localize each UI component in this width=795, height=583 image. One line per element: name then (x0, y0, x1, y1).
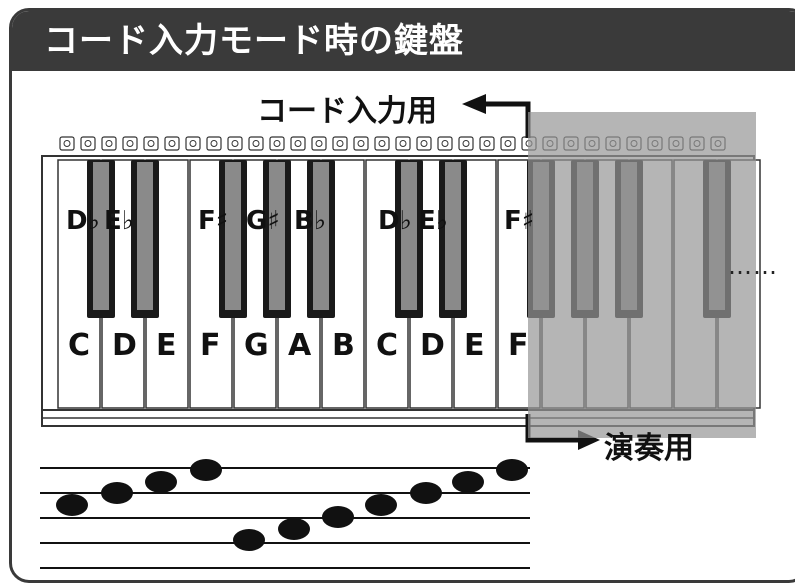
staff-note (365, 494, 397, 516)
instrument-icon-glyph (231, 140, 239, 147)
white-key-label: F (508, 328, 529, 363)
instrument-icon-glyph (63, 140, 71, 147)
black-key-highlight (269, 162, 285, 310)
instrument-icon-glyph (252, 140, 260, 147)
instrument-icon (500, 136, 516, 151)
white-key-label: F (200, 328, 221, 363)
black-key-highlight (313, 162, 329, 310)
instrument-icon (143, 136, 159, 151)
instrument-icon (458, 136, 474, 151)
black-key-highlight (445, 162, 461, 310)
white-key-label: D (420, 328, 445, 363)
instrument-icon (374, 136, 390, 151)
instrument-icon (479, 136, 495, 151)
instrument-icon (80, 136, 96, 151)
white-key-label: B (332, 328, 355, 363)
black-key-label: E♭ (104, 206, 135, 236)
performance-label: 演奏用 (604, 431, 694, 466)
instrument-icon-glyph (126, 140, 134, 147)
instrument-icon-glyph (378, 140, 386, 147)
instrument-icon (290, 136, 306, 151)
instrument-icon (227, 136, 243, 151)
black-key-label: G♯ (246, 206, 280, 236)
white-key-label: A (288, 328, 312, 363)
white-key-label: D (112, 328, 137, 363)
staff-note (278, 518, 310, 540)
instrument-icon (437, 136, 453, 151)
black-key-label: F♯ (504, 206, 535, 236)
instrument-icon-glyph (462, 140, 470, 147)
instrument-icon-glyph (168, 140, 176, 147)
instrument-icon (332, 136, 348, 151)
instrument-icon (59, 136, 75, 151)
black-key-label: B♭ (294, 206, 327, 236)
performance-zone-overlay (528, 112, 756, 438)
white-key-label: E (156, 328, 177, 363)
staff-note (190, 459, 222, 481)
white-key-label: E (464, 328, 485, 363)
staff-note (233, 529, 265, 551)
instrument-icon-glyph (483, 140, 491, 147)
black-key-highlight (93, 162, 109, 310)
arrow-head-left-icon (462, 94, 486, 114)
instrument-icon (248, 136, 264, 151)
title-bar: コード入力モード時の鍵盤 (12, 11, 795, 71)
instrument-icon-glyph (420, 140, 428, 147)
staff-note (452, 471, 484, 493)
black-key-highlight (401, 162, 417, 310)
white-key-label: G (244, 328, 269, 363)
instrument-icon (164, 136, 180, 151)
chord-input-label: コード入力用 (257, 94, 437, 129)
staff-note (101, 482, 133, 504)
black-key-label: E♭ (418, 206, 449, 236)
black-key-label: D♭ (378, 206, 412, 236)
instrument-icon-glyph (399, 140, 407, 147)
staff-note (322, 506, 354, 528)
instrument-icon-glyph (273, 140, 281, 147)
instrument-icon-glyph (189, 140, 197, 147)
instrument-icon-glyph (210, 140, 218, 147)
black-key-label: D♭ (66, 206, 100, 236)
instrument-icon (353, 136, 369, 151)
instrument-icon (395, 136, 411, 151)
instrument-icon-glyph (84, 140, 92, 147)
instrument-icon-glyph (357, 140, 365, 147)
instrument-icon (122, 136, 138, 151)
black-key-label: F♯ (198, 206, 229, 236)
black-key-highlight (225, 162, 241, 310)
white-key-label: C (68, 328, 91, 363)
instrument-icon-glyph (105, 140, 113, 147)
continuation-ellipsis: …… (728, 252, 778, 280)
page-title: コード入力モード時の鍵盤 (44, 21, 464, 61)
staff-note (496, 459, 528, 481)
instrument-icon-glyph (315, 140, 323, 147)
instrument-icon (311, 136, 327, 151)
staff-note (410, 482, 442, 504)
instrument-icon-glyph (504, 140, 512, 147)
instrument-icon-glyph (441, 140, 449, 147)
staff-notes (56, 459, 528, 551)
white-key-label: C (376, 328, 399, 363)
chord-arrow-icon (486, 101, 531, 138)
instrument-icon (185, 136, 201, 151)
instrument-icon (416, 136, 432, 151)
instrument-icon (101, 136, 117, 151)
instrument-icon-glyph (294, 140, 302, 147)
instrument-icon (206, 136, 222, 151)
instrument-icon-glyph (336, 140, 344, 147)
instrument-icon-glyph (147, 140, 155, 147)
staff-note (56, 494, 88, 516)
staff-note (145, 471, 177, 493)
black-key-highlight (137, 162, 153, 310)
instrument-icon (269, 136, 285, 151)
